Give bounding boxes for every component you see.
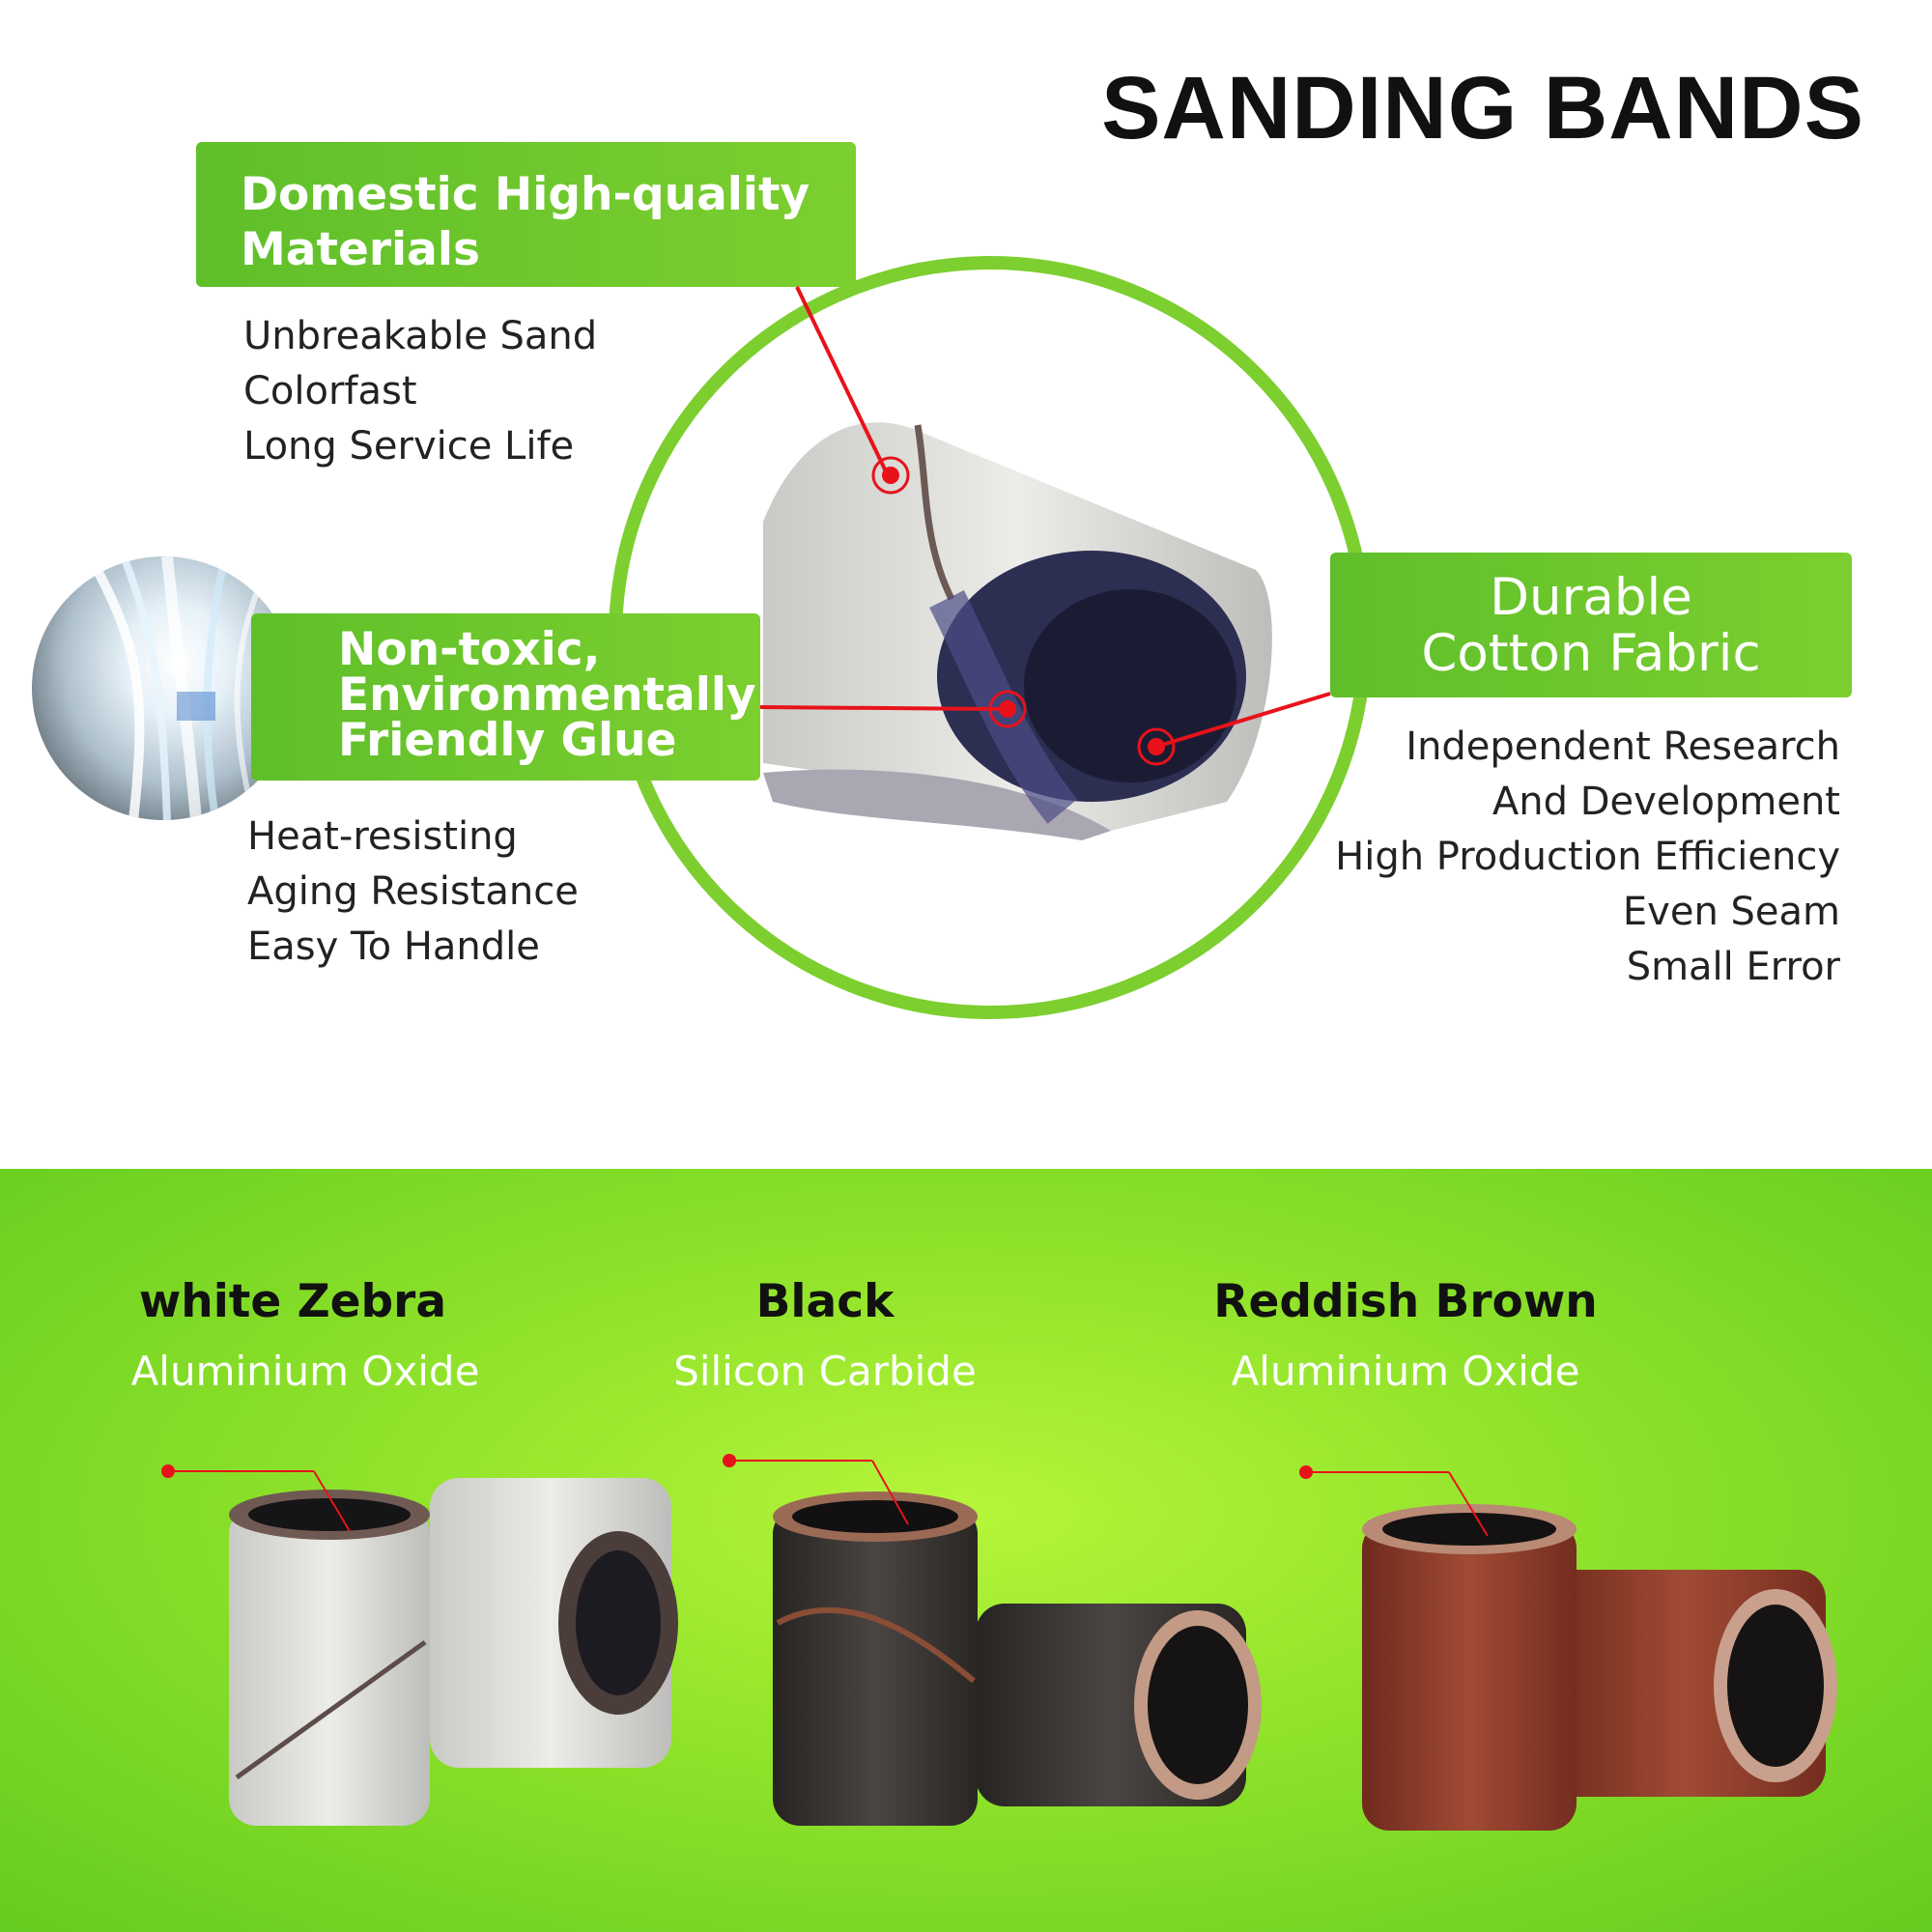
variant-name: Reddish Brown	[1213, 1275, 1598, 1328]
feature-label-materials: Domestic High-quality Materials	[196, 142, 856, 287]
variant-name: Black	[755, 1275, 895, 1328]
feature-point: Even Seam	[1622, 890, 1840, 934]
feature-point: High Production Efficiency	[1335, 835, 1840, 879]
feature-point: Easy To Handle	[247, 924, 540, 969]
feature-heading-line: Environmentally	[338, 668, 756, 722]
feature-point: Colorfast	[243, 369, 417, 413]
feature-point: Small Error	[1626, 945, 1840, 989]
variant-material: Aluminium Oxide	[130, 1348, 480, 1395]
feature-heading-line: Non-toxic,	[338, 623, 601, 676]
feature-point: Aging Resistance	[247, 869, 579, 914]
feature-label-fabric: Durable Cotton Fabric	[1330, 553, 1852, 697]
feature-heading-line: Materials	[241, 223, 480, 276]
feature-label-glue: Non-toxic, Environmentally Friendly Glue	[251, 613, 760, 781]
feature-point: Long Service Life	[243, 424, 575, 469]
glue-strands-illustration	[85, 556, 267, 820]
feature-point: Heat-resisting	[247, 814, 518, 859]
feature-list-fabric: Independent Research And Development Hig…	[1256, 720, 1840, 995]
band-reddish-brown-illustration	[1299, 1465, 1837, 1831]
feature-list-glue: Heat-resisting Aging Resistance Easy To …	[247, 810, 750, 975]
feature-heading-line: Cotton Fabric	[1421, 624, 1761, 683]
band-black-illustration	[723, 1454, 1262, 1826]
band-white-zebra-illustration	[161, 1464, 678, 1826]
rolled-band-illustration	[763, 422, 1272, 840]
pointer-lines	[759, 286, 1331, 766]
feature-heading-line: Domestic High-quality	[241, 168, 810, 221]
variant-name: white Zebra	[138, 1275, 447, 1328]
page-title: SANDING BANDS	[1101, 59, 1864, 157]
feature-heading-line: Friendly Glue	[338, 714, 677, 767]
variant-material: Silicon Carbide	[673, 1348, 977, 1395]
feature-point: Unbreakable Sand	[243, 314, 598, 358]
variant-material: Aluminium Oxide	[1231, 1348, 1580, 1395]
feature-point: And Development	[1492, 780, 1840, 824]
feature-heading-line: Durable	[1490, 568, 1692, 627]
feature-list-materials: Unbreakable Sand Colorfast Long Service …	[243, 309, 746, 474]
feature-point: Independent Research	[1406, 724, 1840, 769]
